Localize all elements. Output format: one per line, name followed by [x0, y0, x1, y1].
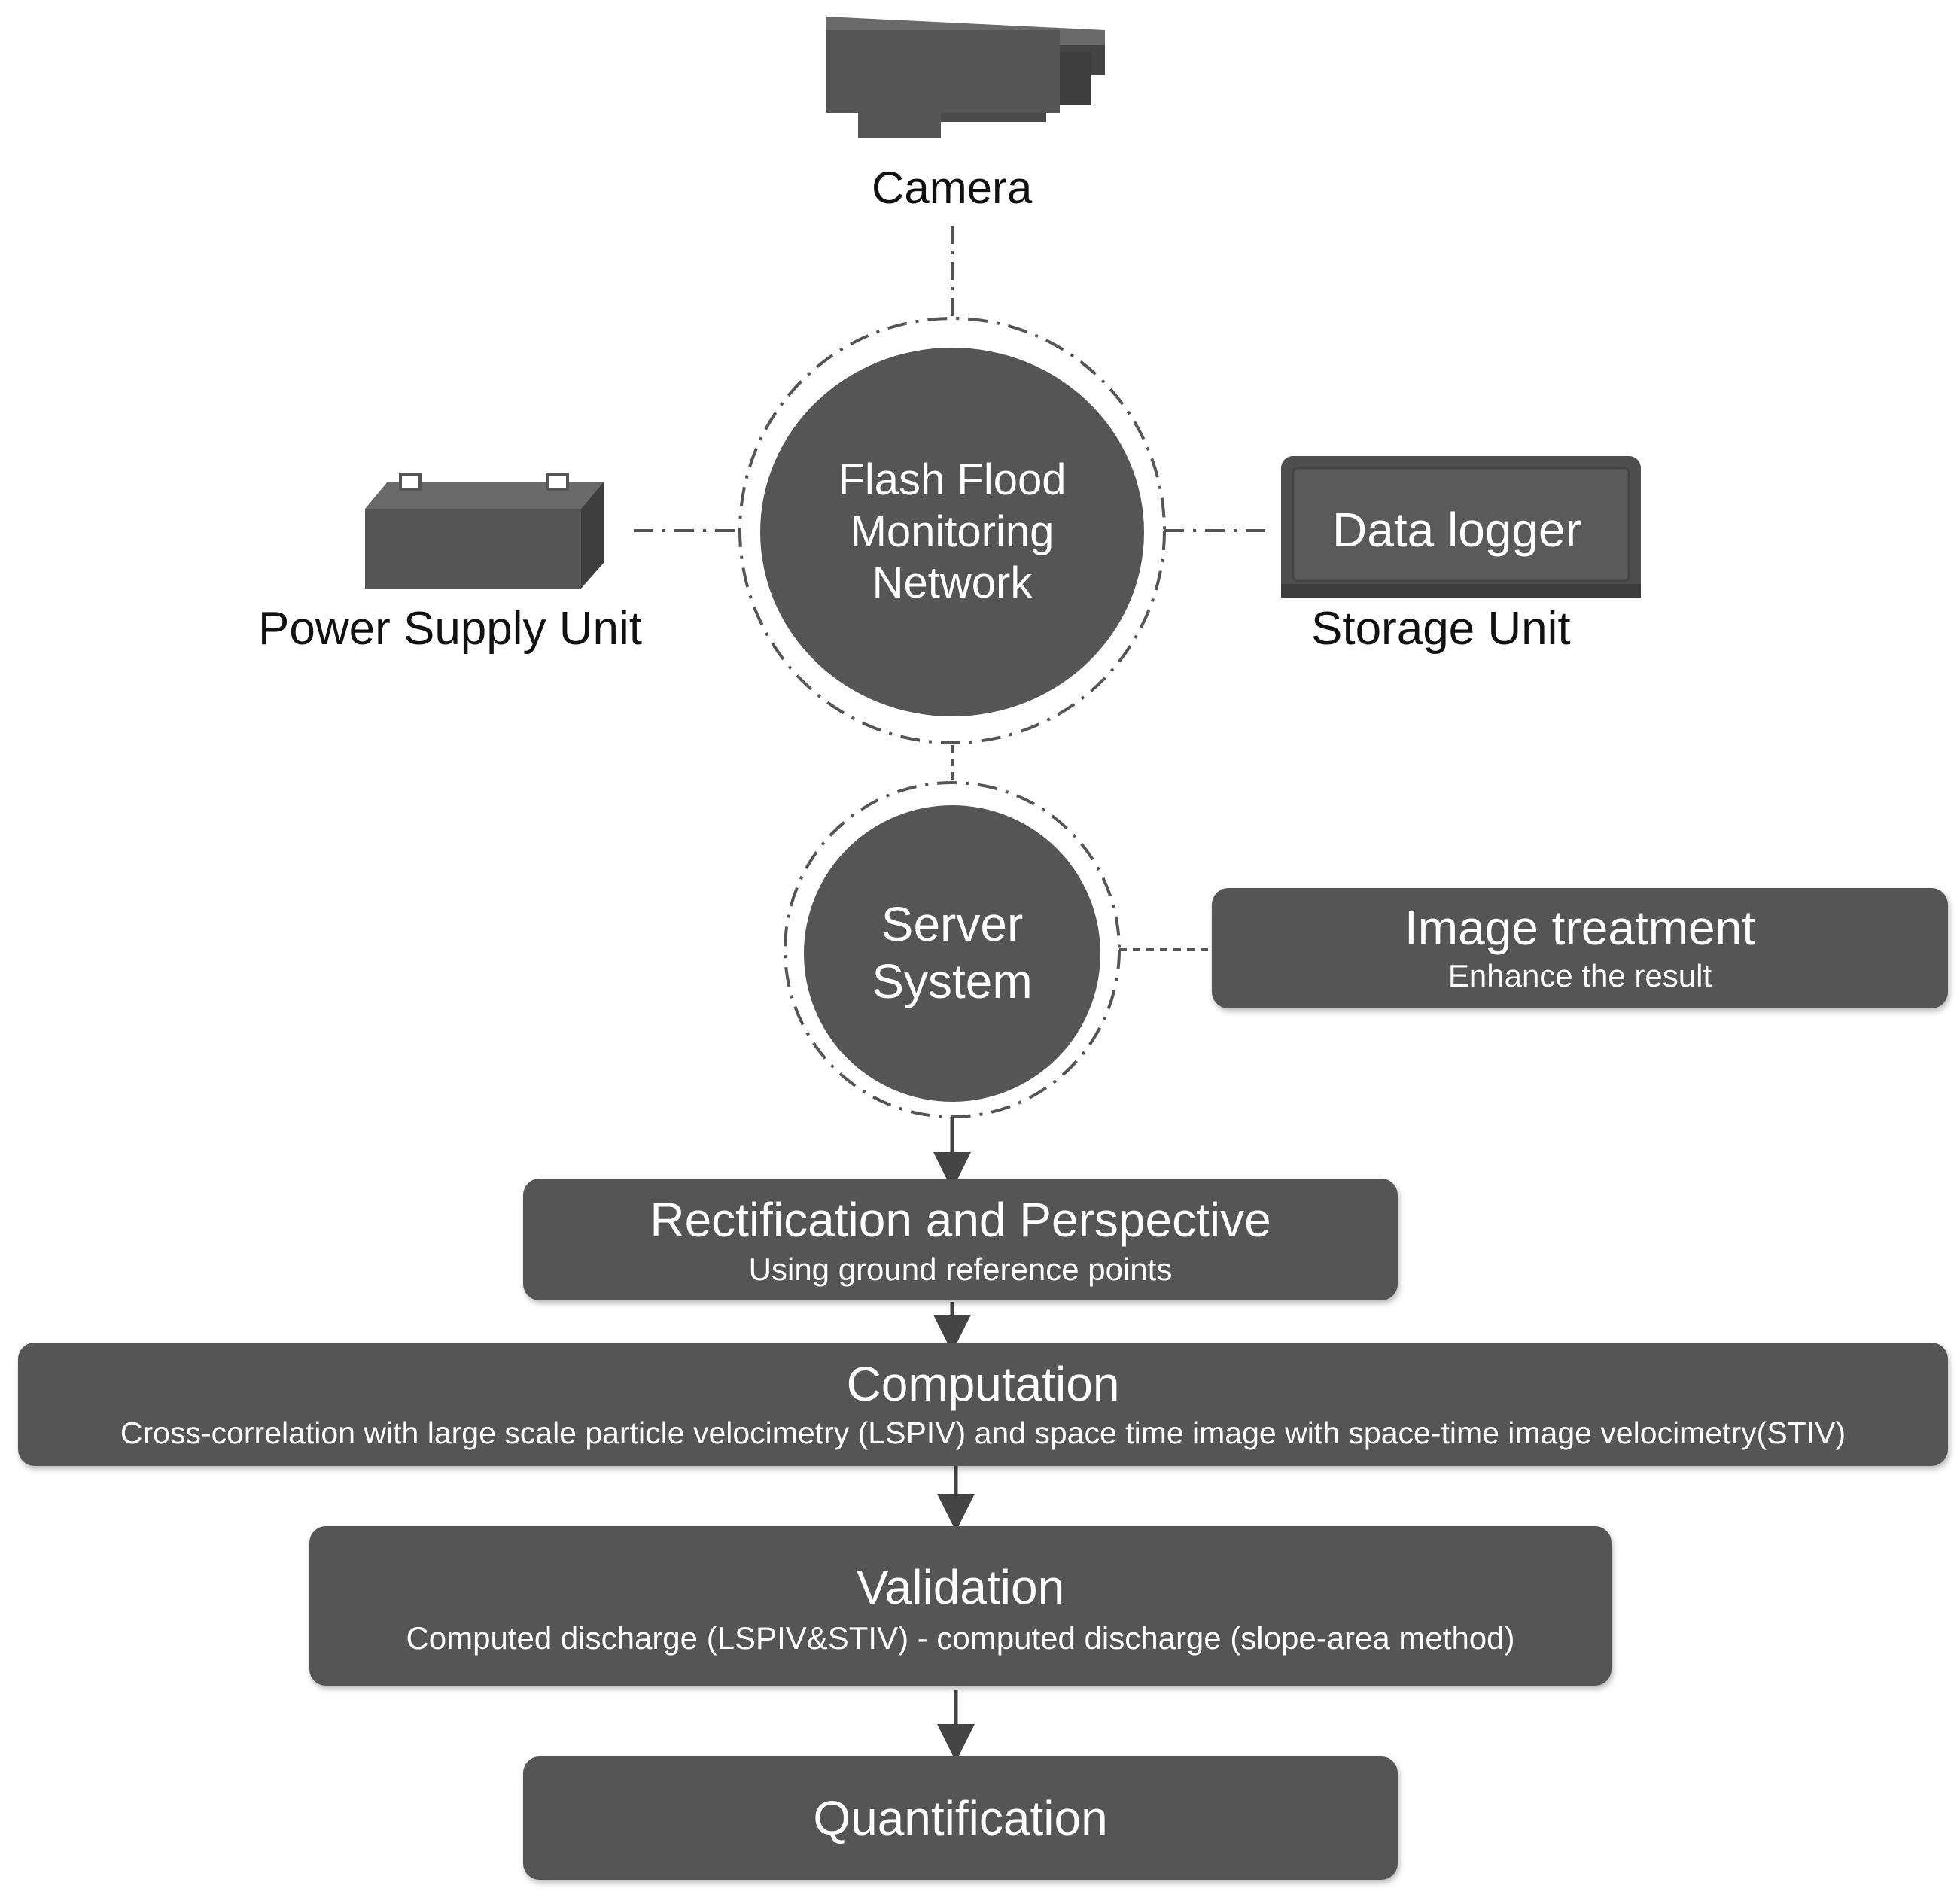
validation-title: Validation: [856, 1560, 1065, 1614]
server-system-node: Server System: [804, 805, 1100, 1102]
quantification-title: Quantification: [813, 1790, 1108, 1845]
storage-unit-label: Storage Unit: [1311, 603, 1571, 655]
camera-label: Camera: [872, 163, 1033, 213]
rectification-subtitle: Using ground reference points: [748, 1252, 1173, 1288]
hub-line-3: Network: [872, 558, 1033, 608]
camera-icon: [826, 17, 1105, 138]
image-treatment-title: Image treatment: [1405, 901, 1755, 955]
quantification-box: Quantification: [523, 1756, 1398, 1880]
server-line-2: System: [872, 954, 1033, 1008]
rectification-title: Rectification and Perspective: [650, 1193, 1271, 1247]
image-treatment-subtitle: Enhance the result: [1447, 958, 1712, 994]
battery-icon: [365, 473, 604, 589]
server-line-1: Server: [881, 897, 1024, 952]
monitoring-network-hub: Flash Flood Monitoring Network: [760, 348, 1144, 716]
hub-line-1: Flash Flood: [838, 455, 1067, 505]
computation-subtitle: Cross-correlation with large scale parti…: [120, 1416, 1846, 1451]
validation-subtitle: Computed discharge (LSPIV&STIV) - comput…: [406, 1620, 1515, 1656]
computation-title: Computation: [846, 1357, 1120, 1411]
image-treatment-box: Image treatment Enhance the result: [1212, 888, 1948, 1008]
rectification-box: Rectification and Perspective Using grou…: [523, 1179, 1398, 1300]
power-supply-label: Power Supply Unit: [258, 603, 643, 655]
data-logger-text: Data logger: [1332, 503, 1581, 557]
data-logger-icon: [1281, 456, 1641, 598]
computation-box: Computation Cross-correlation with large…: [18, 1343, 1948, 1466]
hub-line-2: Monitoring: [850, 506, 1055, 556]
validation-box: Validation Computed discharge (LSPIV&STI…: [309, 1526, 1612, 1686]
